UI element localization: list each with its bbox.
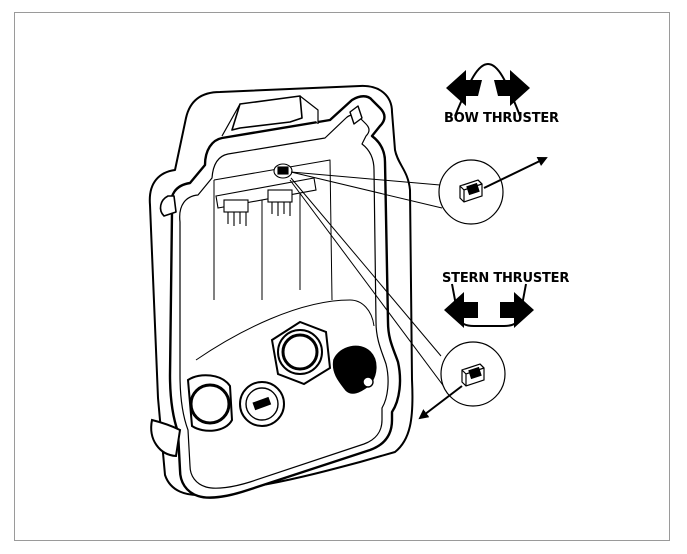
round-plug: [239, 381, 285, 427]
cable-glands: [150, 320, 377, 458]
connector-block-2: [267, 189, 293, 203]
leader-lines: [289, 171, 449, 393]
dip-switch-small: [277, 166, 289, 175]
left-ear: [159, 195, 177, 217]
gland-left: [186, 374, 234, 432]
interior-floor: [195, 299, 375, 361]
connector-block-1: [223, 199, 249, 213]
connector-pins: [227, 202, 291, 226]
bow-switch-zoom: [438, 156, 548, 225]
dip-switch-icon: [459, 179, 483, 203]
bow-arrow-right: [494, 70, 530, 106]
figure-frame: [14, 12, 670, 541]
gland-large: [270, 320, 332, 386]
bow-arrow-left: [446, 70, 482, 106]
housing-inner-rim: [179, 114, 389, 489]
stern-thruster-label: STERN THRUSTER: [442, 271, 569, 286]
bow-thruster-icon: [446, 62, 530, 117]
bottom-flange: [150, 418, 182, 458]
stern-thruster-icon: [444, 283, 534, 328]
top-bracket-face: [221, 95, 319, 137]
stern-arrow-left: [444, 292, 478, 328]
grommet: [332, 345, 377, 394]
stern-arrow-right: [500, 292, 534, 328]
stern-direction-arrow: [418, 385, 463, 420]
dip-switch-icon-stern: [461, 363, 485, 387]
interior-wall: [213, 159, 333, 301]
bow-thruster-label: BOW THRUSTER: [444, 111, 559, 126]
connector-strip: [215, 163, 317, 226]
bow-direction-arrow: [483, 156, 548, 189]
stern-switch-zoom: [418, 341, 506, 420]
right-notch: [349, 105, 363, 125]
